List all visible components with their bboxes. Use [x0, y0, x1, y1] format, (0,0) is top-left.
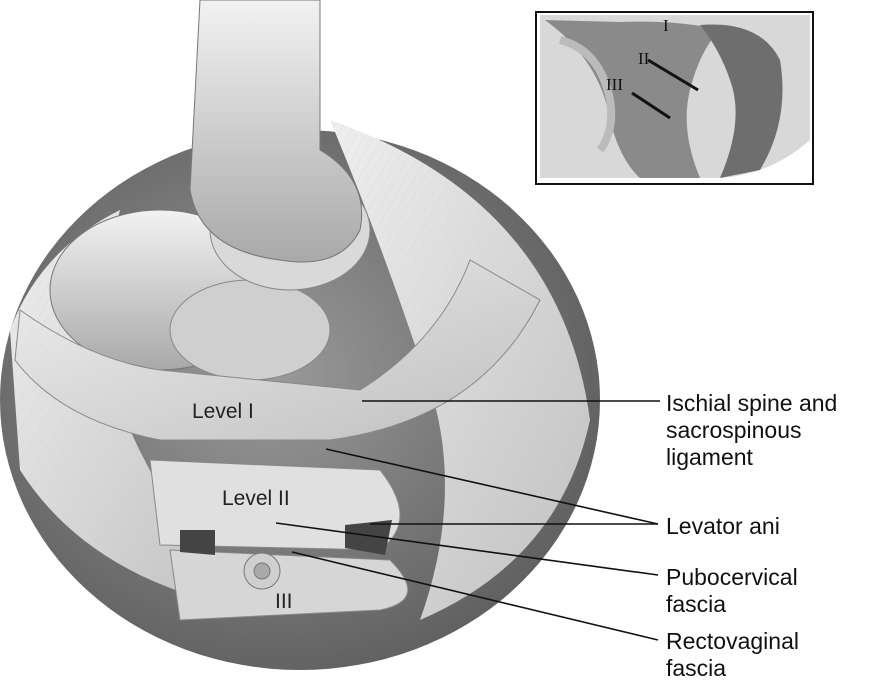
leader-pubocervical	[275, 522, 659, 576]
callout-rectovaginal-fascia: Rectovaginal fascia	[666, 628, 799, 681]
level-3-band	[169, 549, 409, 621]
inset-label-2: II	[638, 49, 650, 68]
callout-pubocervical-fascia: Pubocervical fascia	[666, 564, 798, 617]
levator-gap	[345, 520, 392, 555]
callout-levator-ani: Levator ani	[666, 513, 780, 539]
level-1-label: Level I	[192, 400, 254, 423]
leader-lines	[275, 400, 660, 641]
inset-label-1: I	[663, 16, 669, 35]
leader-levator-1	[325, 448, 659, 525]
rectosigmoid-organ	[189, 0, 363, 263]
inset-label-3: III	[606, 75, 623, 94]
callout-ischial-spine: Ischial spine and sacrospinous ligament	[666, 390, 838, 470]
sagittal-inset	[535, 11, 814, 185]
level-2-label: Level II	[222, 487, 290, 510]
level-3-label: III	[275, 590, 293, 613]
leader-rectovaginal	[291, 551, 659, 641]
